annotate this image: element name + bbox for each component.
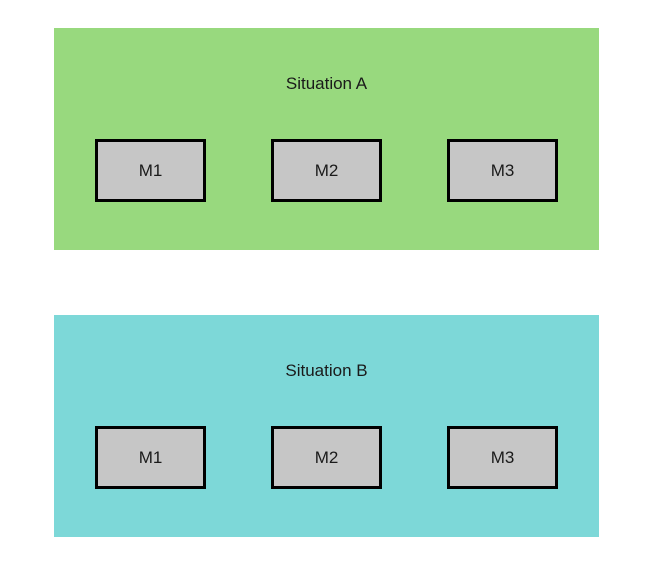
situation-b-m1-box: M1 <box>95 426 206 489</box>
situation-a-m3-box: M3 <box>447 139 558 202</box>
situation-b-title: Situation B <box>285 361 368 380</box>
situation-a-panel: Situation A M1 M2 M3 <box>54 28 599 250</box>
situation-a-title: Situation A <box>285 74 368 93</box>
situation-b-m3-box: M3 <box>447 426 558 489</box>
situation-a-m1-box: M1 <box>95 139 206 202</box>
situation-b-panel: Situation B M1 M2 M3 <box>54 315 599 537</box>
situation-a-m2-box: M2 <box>271 139 382 202</box>
situation-b-m2-box: M2 <box>271 426 382 489</box>
